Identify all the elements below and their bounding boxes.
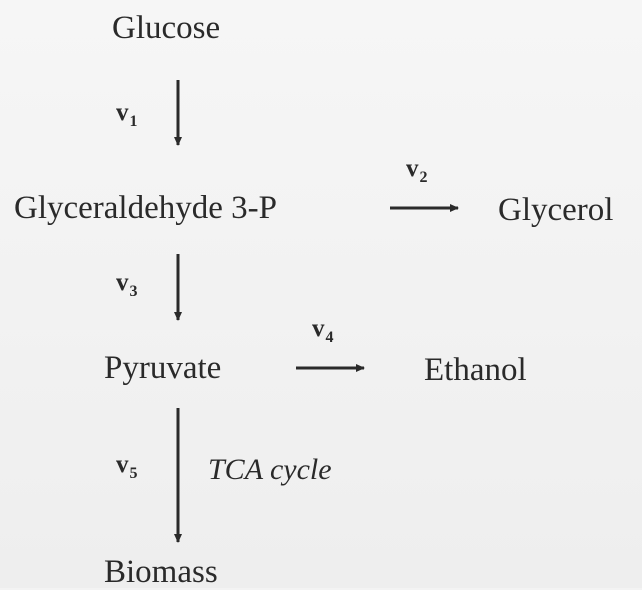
annotation-tca-cycle: TCA cycle <box>208 453 332 486</box>
node-glycerol: Glycerol <box>498 192 614 228</box>
node-pyruvate: Pyruvate <box>104 350 222 386</box>
node-ethanol: Ethanol <box>424 352 527 388</box>
flux-label-v5: v5 <box>116 451 138 482</box>
flux-label-v2: v2 <box>406 155 428 186</box>
flux-label-v3: v3 <box>116 269 138 300</box>
node-biomass: Biomass <box>104 554 218 590</box>
node-glucose: Glucose <box>112 10 221 46</box>
flux-label-v4: v4 <box>312 315 334 346</box>
node-glyceraldehyde-3p: Glyceraldehyde 3-P <box>14 190 277 226</box>
flux-label-v1: v1 <box>116 99 138 130</box>
